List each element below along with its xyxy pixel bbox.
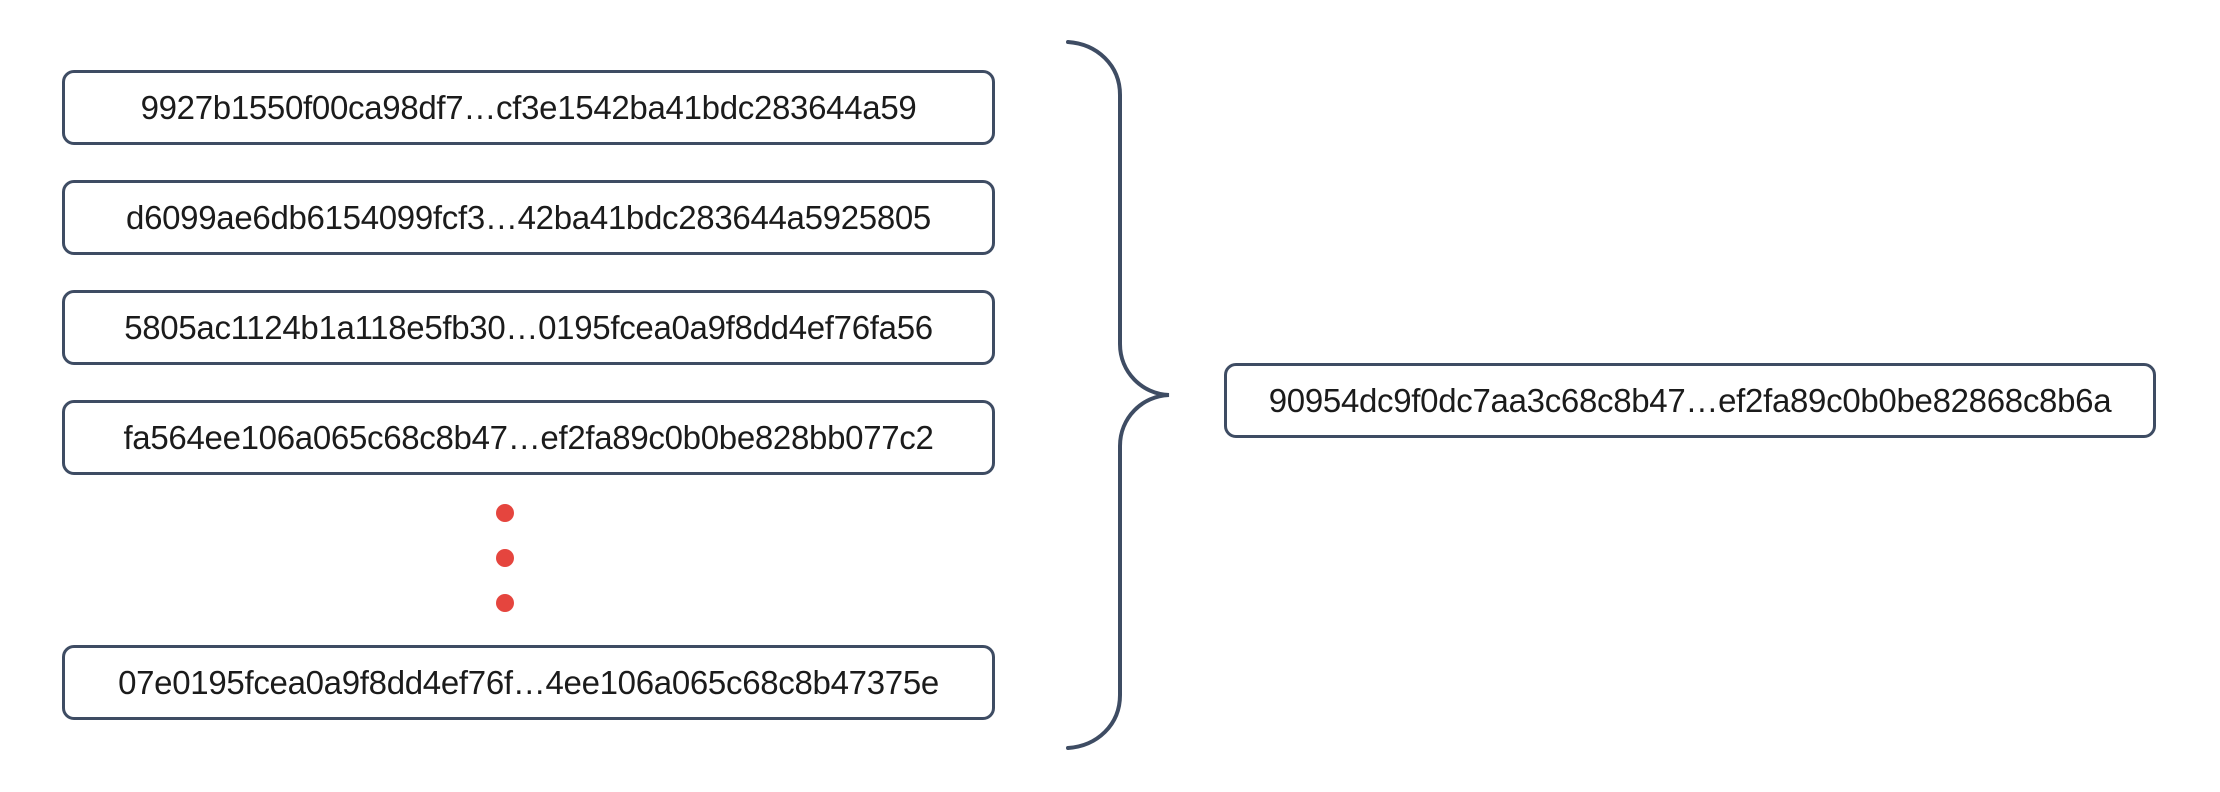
hash-box-3-label: 5805ac1124b1a118e5fb30…0195fcea0a9f8dd4e…: [124, 308, 933, 346]
hash-box-5: 07e0195fcea0a9f8dd4ef76f…4ee106a065c68c8…: [62, 645, 995, 720]
result-hash-box: 90954dc9f0dc7aa3c68c8b47…ef2fa89c0b0be82…: [1224, 363, 2156, 438]
result-hash-label: 90954dc9f0dc7aa3c68c8b47…ef2fa89c0b0be82…: [1268, 381, 2112, 419]
hash-box-4: fa564ee106a065c68c8b47…ef2fa89c0b0be828b…: [62, 400, 995, 475]
hash-box-5-label: 07e0195fcea0a9f8dd4ef76f…4ee106a065c68c8…: [118, 663, 939, 701]
curly-brace-path: [1066, 40, 1170, 750]
hash-box-3: 5805ac1124b1a118e5fb30…0195fcea0a9f8dd4e…: [62, 290, 995, 365]
hash-box-4-label: fa564ee106a065c68c8b47…ef2fa89c0b0be828b…: [123, 418, 934, 456]
ellipsis-dot: [496, 549, 514, 567]
ellipsis-dot: [496, 594, 514, 612]
hash-box-2: d6099ae6db6154099fcf3…42ba41bdc283644a59…: [62, 180, 995, 255]
ellipsis-dot: [496, 504, 514, 522]
hash-box-1-label: 9927b1550f00ca98df7…cf3e1542ba41bdc28364…: [140, 88, 917, 126]
hash-box-2-label: d6099ae6db6154099fcf3…42ba41bdc283644a59…: [126, 198, 931, 236]
hash-box-1: 9927b1550f00ca98df7…cf3e1542ba41bdc28364…: [62, 70, 995, 145]
